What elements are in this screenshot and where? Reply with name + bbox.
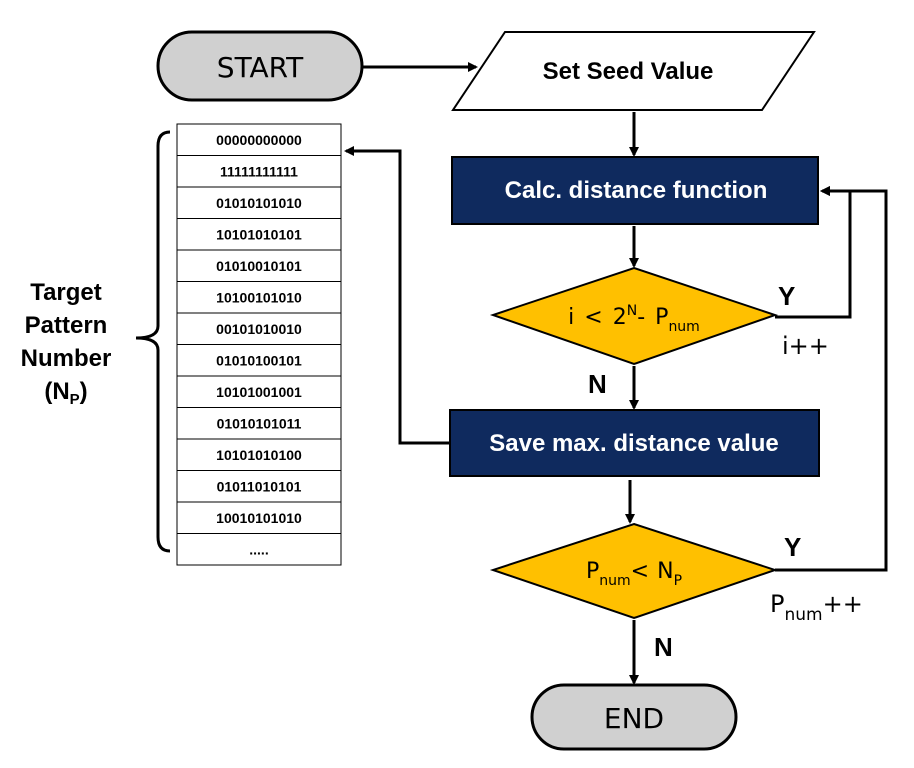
pattern-row: 11111111111 [176,155,342,188]
pattern-cell [176,312,342,345]
pattern-row: 00000000000 [176,123,342,156]
start-terminal: START [156,30,364,102]
pattern-value: ..... [249,541,268,557]
arrow-save-to-patterns [344,146,450,445]
pattern-value: 10101010101 [216,226,302,242]
pattern-table: 00000000000 11111111111 01010101010 1010101… [176,123,342,566]
end-terminal: END [530,683,738,751]
brace-icon [135,130,171,553]
svg-text:Pattern: Pattern [25,312,108,339]
cond2-yes-label: Y [784,532,801,562]
cond1-no-label: N [588,369,607,399]
svg-text:(NP): (NP) [44,378,87,408]
cond1-increment-label: i++ [782,332,829,360]
pattern-value: 10101010100 [216,447,302,463]
pattern-value: 10100101010 [216,289,302,305]
save-label: Save max. distance value [489,430,779,457]
pattern-row: 01010101010 [176,186,342,219]
pattern-row: 10101010101 [176,218,342,251]
svg-text:Number: Number [21,345,112,372]
pattern-row: 00101010010 [176,312,342,345]
pattern-cell [176,186,342,219]
calc-label: Calc. distance function [505,177,768,204]
pattern-row: 10010101010 [176,501,342,534]
pattern-value: 01010010101 [216,258,302,274]
pattern-row: 10101001001 [176,375,342,408]
pattern-cell [176,375,342,408]
pattern-cell [176,470,342,503]
loop-p-decision: Pnum<NP [489,522,779,620]
cond1-text: i<2N-Pnum [568,303,700,335]
pattern-value: 00000000000 [216,132,302,148]
pattern-cell [176,407,342,440]
connectors [344,62,888,685]
pattern-row: 10100101010 [176,281,342,314]
pattern-cell [176,533,342,566]
pattern-cell [176,501,342,534]
calc-process-node: Calc. distance function [451,156,819,225]
pattern-row: 10101010100 [176,438,342,471]
cond1-yes-label: Y [778,281,795,311]
pattern-value: 11111111111 [220,163,298,179]
pattern-value: 01011010101 [217,478,302,494]
pattern-value: 01010101011 [217,415,302,431]
svg-text:Target: Target [30,279,102,306]
save-process-node: Save max. distance value [449,409,820,477]
pattern-value: 01010100101 [216,352,302,368]
seed-input-node: Set Seed Value [451,31,816,111]
pattern-cell [176,438,342,471]
arrow-cond2-yes-loop [775,186,888,572]
pattern-value: 10010101010 [216,510,302,526]
pattern-value: 10101001001 [216,384,302,400]
pattern-cell [176,123,342,156]
pattern-cell [176,281,342,314]
pattern-row: 01010100101 [176,344,342,377]
end-label: END [604,702,664,735]
pattern-row: 01010010101 [176,249,342,282]
pattern-row: 01010101011 [176,407,342,440]
target-pattern-number-label: Target Pattern Number (NP) [21,279,112,408]
start-label: START [217,51,304,84]
seed-label: Set Seed Value [543,58,714,85]
loop-i-decision: i<2N-Pnum [489,266,779,366]
pattern-row: 01011010101 [176,470,342,503]
pattern-cell [176,249,342,282]
cond2-text: Pnum<NP [586,559,682,589]
pattern-value: 01010101010 [216,195,302,211]
pattern-cell [176,344,342,377]
cond2-increment-label: Pnum++ [770,590,863,625]
pattern-row: ..... [176,533,342,566]
pattern-cell [176,218,342,251]
cond2-no-label: N [654,632,673,662]
pattern-value: 00101010010 [216,321,302,337]
pattern-cell [176,155,342,188]
